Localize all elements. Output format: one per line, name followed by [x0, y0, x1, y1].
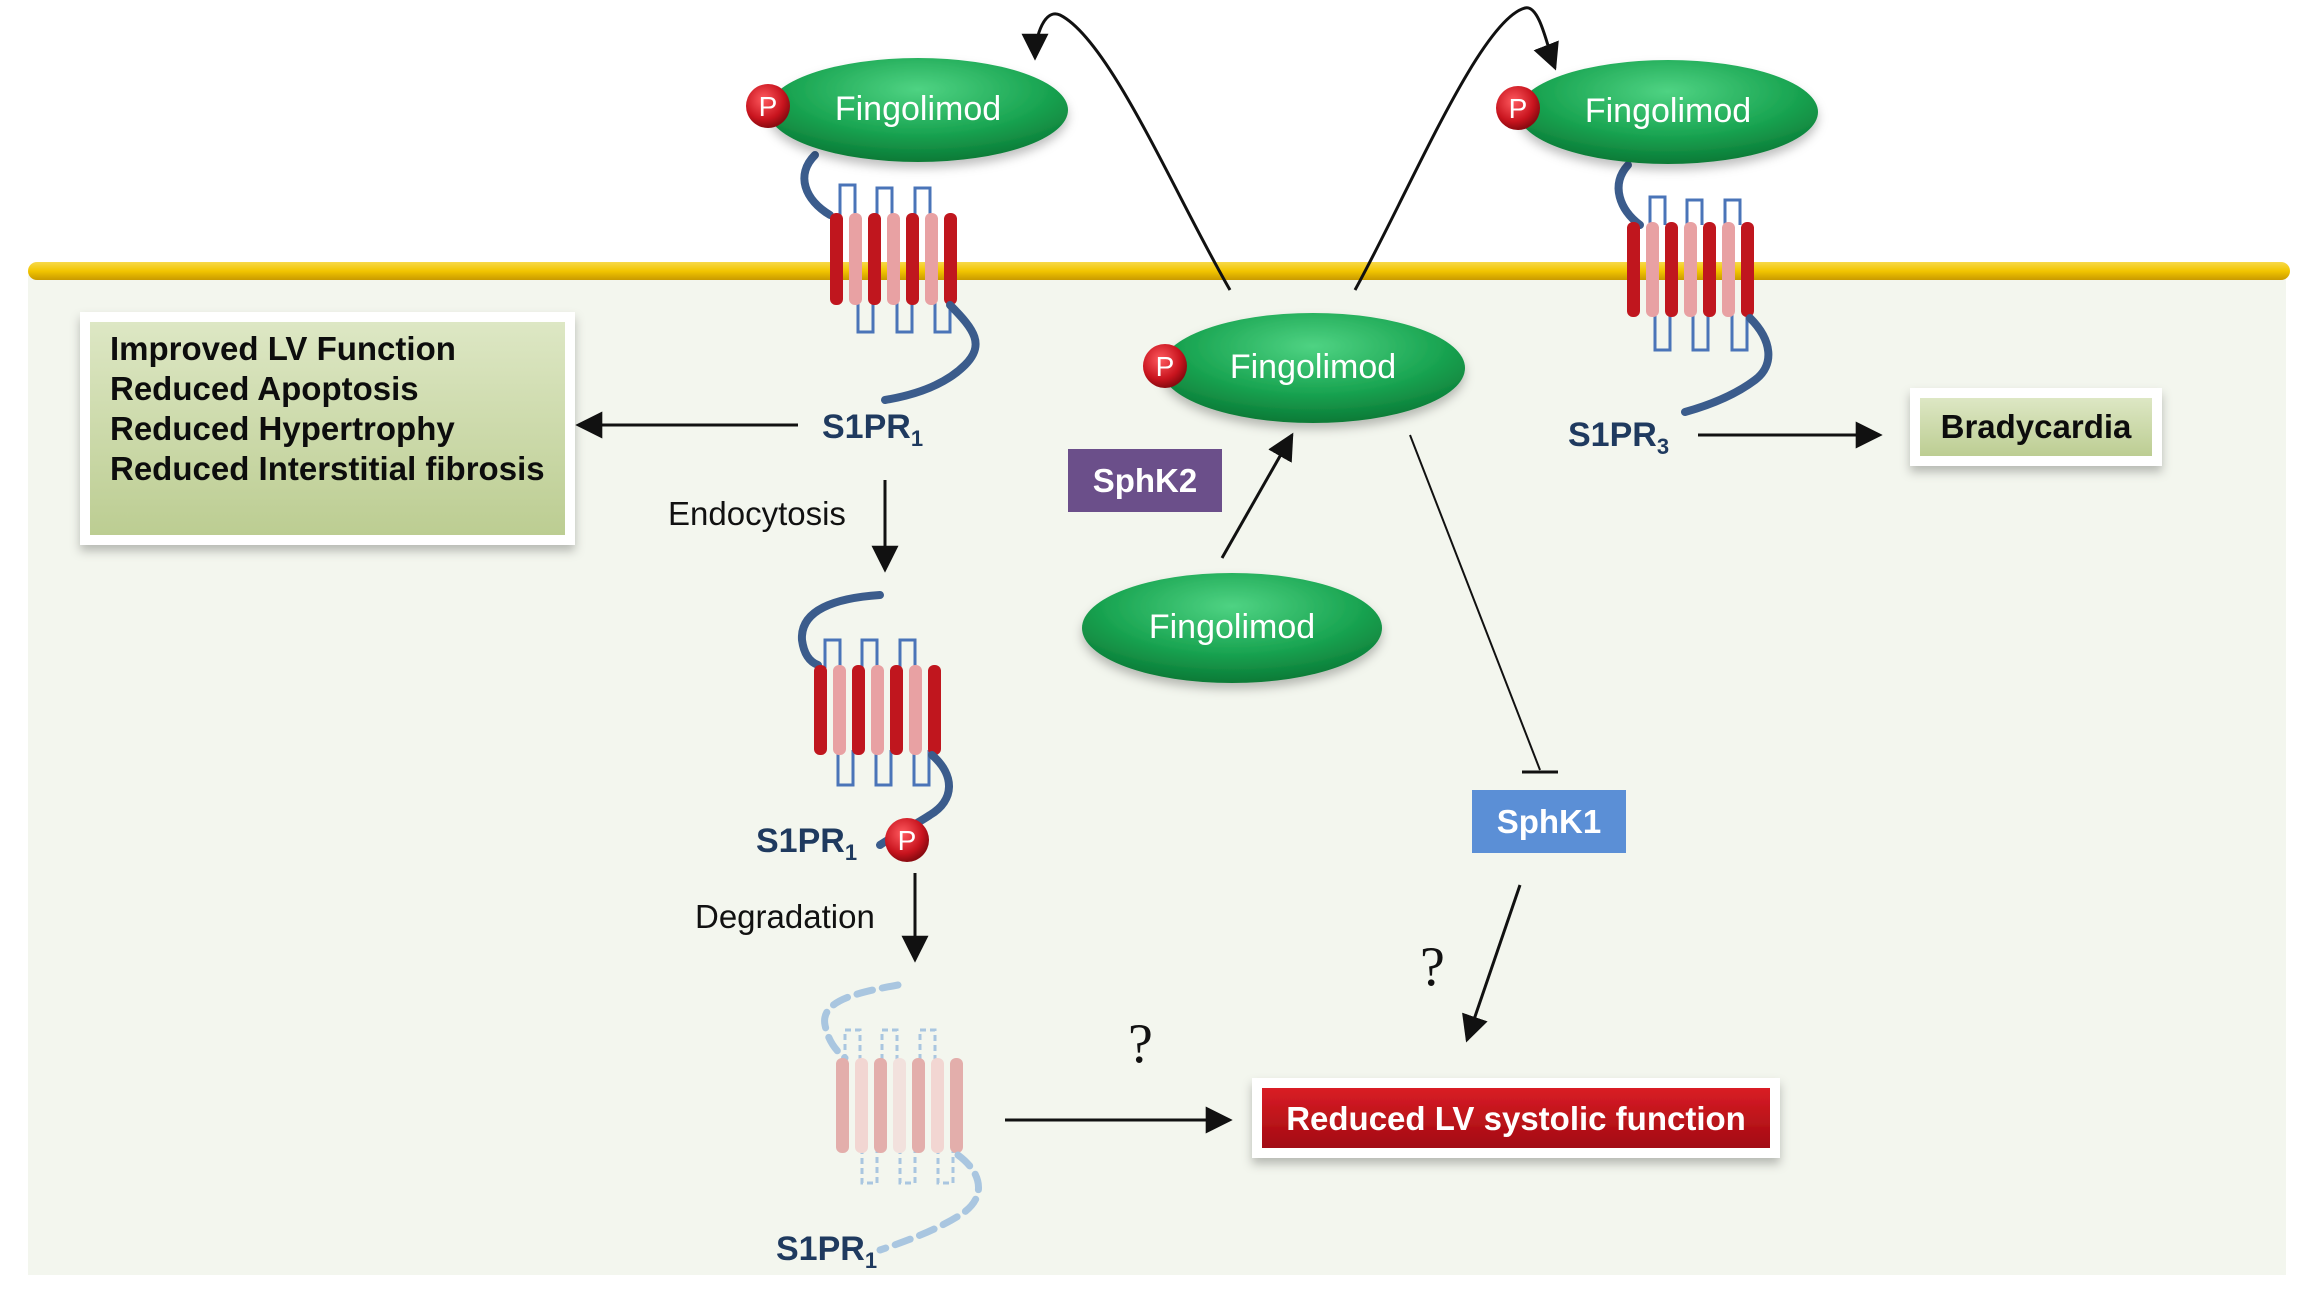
svg-text:P: P: [759, 91, 778, 122]
bradycardia-box: Bradycardia: [1910, 388, 2162, 466]
benefit-item: Reduced Interstitial fibrosis: [110, 450, 545, 487]
svg-text:SphK1: SphK1: [1497, 803, 1602, 840]
svg-text:Reduced LV systolic function: Reduced LV systolic function: [1286, 1100, 1746, 1137]
label-s1pr3-membrane: S1PR3: [1568, 416, 1669, 459]
svg-text:P: P: [898, 825, 917, 856]
fingolimod-ellipse-top-right: Fingolimod: [1518, 60, 1818, 164]
fingolimod-ellipse-top-left: Fingolimod: [768, 58, 1068, 162]
benefit-item: Improved LV Function: [110, 330, 456, 367]
phospho-top-right: P: [1496, 86, 1540, 130]
svg-text:Bradycardia: Bradycardia: [1941, 408, 2132, 445]
svg-text:SphK2: SphK2: [1093, 462, 1198, 499]
svg-text:P: P: [1156, 351, 1175, 382]
svg-text:Fingolimod: Fingolimod: [1585, 92, 1751, 130]
question-mark-sphk1: ?: [1420, 936, 1445, 998]
phospho-internalized: P: [885, 818, 929, 862]
sphk2-box: SphK2: [1068, 449, 1222, 512]
question-mark-degraded: ?: [1128, 1013, 1153, 1075]
benefits-box: Improved LV Function Reduced Apoptosis R…: [80, 312, 575, 545]
fingolimod-ellipse-center: Fingolimod: [1161, 313, 1465, 423]
receptor-s1pr3-membrane: [1614, 161, 1773, 416]
curve-arrow-to-top-right: [1353, 6, 1559, 291]
svg-text:Fingolimod: Fingolimod: [1149, 608, 1315, 646]
label-s1pr1-internalized: S1PR1: [756, 822, 857, 865]
cell-membrane: [28, 262, 2290, 280]
fingolimod-ellipse-lower: Fingolimod: [1082, 573, 1382, 683]
arrow-sphk2-phosphorylation: [1220, 432, 1294, 559]
sphk1-box: SphK1: [1472, 790, 1626, 853]
receptor-s1pr1-degraded: [821, 981, 982, 1254]
svg-text:P: P: [1509, 93, 1528, 124]
label-s1pr1-degraded: S1PR1: [776, 1230, 877, 1273]
label-endocytosis: Endocytosis: [668, 495, 846, 532]
benefit-item: Reduced Apoptosis: [110, 370, 419, 407]
arrow-sphk1-to-reduced-lv: [1462, 884, 1522, 1043]
label-s1pr1-membrane: S1PR1: [822, 408, 923, 451]
svg-text:Fingolimod: Fingolimod: [1230, 348, 1396, 386]
receptor-s1pr1-membrane: [800, 151, 980, 404]
phospho-center: P: [1143, 344, 1187, 388]
inhibition-line-sphk1: [1409, 434, 1541, 771]
benefit-item: Reduced Hypertrophy: [110, 410, 455, 447]
phospho-top-left: P: [746, 84, 790, 128]
svg-text:Fingolimod: Fingolimod: [835, 90, 1001, 128]
curve-arrow-to-top-left: [1021, 12, 1232, 291]
cytoplasm-region: [28, 275, 2286, 1275]
label-degradation: Degradation: [695, 898, 875, 935]
reduced-lv-box: Reduced LV systolic function: [1252, 1078, 1780, 1158]
